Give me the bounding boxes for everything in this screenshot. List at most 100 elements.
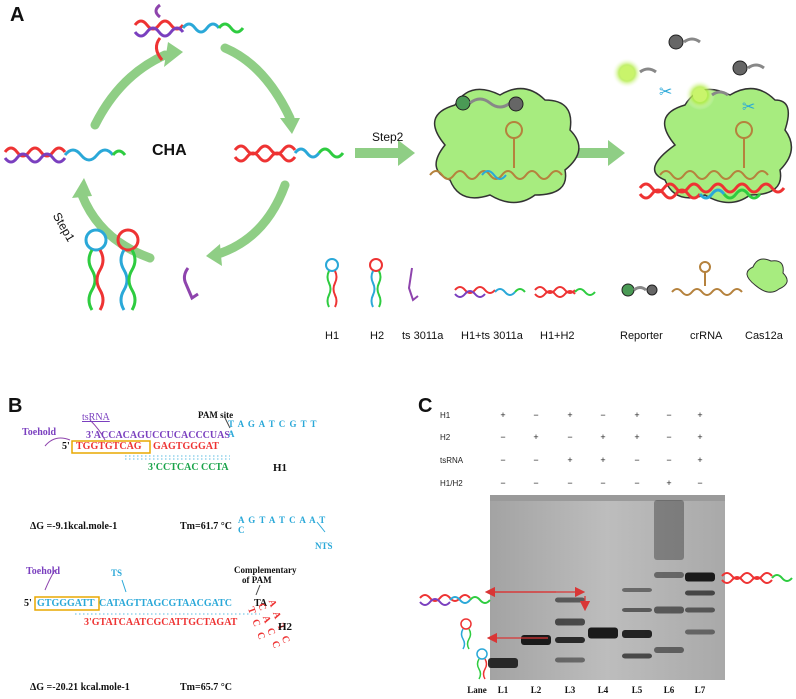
gel-condition-mark: + bbox=[634, 432, 640, 442]
lane-label: L7 bbox=[694, 685, 706, 695]
gel-condition-mark: − bbox=[697, 478, 703, 488]
nts-label: NTS bbox=[315, 541, 333, 551]
gel-band bbox=[685, 607, 715, 613]
step2-arrow bbox=[355, 140, 415, 166]
gel-condition-mark: + bbox=[634, 410, 640, 420]
gel-condition-mark: − bbox=[533, 455, 539, 465]
h1-tsrna-label: tsRNA bbox=[82, 412, 110, 423]
gel-condition-mark: + bbox=[500, 410, 506, 420]
hairpin-h1-cycle bbox=[84, 228, 108, 311]
gel-condition-mark: − bbox=[533, 478, 539, 488]
lane-label: L1 bbox=[497, 685, 509, 695]
gel-condition-mark: − bbox=[500, 478, 506, 488]
h1-loop-top: T A G A T C G T T A bbox=[228, 419, 318, 439]
legend-h1-h2: H1+H2 bbox=[540, 330, 575, 342]
gel-condition-mark: + bbox=[697, 432, 703, 442]
panel-c-letter: C bbox=[418, 395, 433, 417]
gel-band bbox=[654, 647, 684, 653]
gel-band bbox=[588, 627, 618, 639]
panel-b-letter: B bbox=[8, 395, 23, 417]
cas12a-complex-active: ✂ ✂ bbox=[612, 34, 793, 204]
legend-reporter: Reporter bbox=[620, 330, 663, 342]
gel-hairpin-h1 bbox=[476, 648, 488, 680]
gel-band bbox=[555, 657, 585, 663]
lane-header: Lane bbox=[467, 685, 487, 695]
gel-hairpin-h2 bbox=[460, 618, 472, 650]
h2-bottom-strand: 3'GTATCAATCGCATTGCTAGAT bbox=[84, 617, 238, 628]
gel-row-label: H2 bbox=[440, 433, 451, 442]
gel-condition-mark: − bbox=[634, 478, 640, 488]
gel-band bbox=[555, 637, 585, 643]
gel-condition-mark: + bbox=[600, 455, 606, 465]
gel-condition-mark: + bbox=[697, 410, 703, 420]
legend-crrna: crRNA bbox=[690, 330, 723, 342]
ts-label: TS bbox=[111, 568, 123, 578]
gel-band bbox=[555, 597, 585, 603]
gel-condition-mark: + bbox=[533, 432, 539, 442]
gel-band bbox=[685, 590, 715, 596]
lane-label: L2 bbox=[530, 685, 542, 695]
h2-name: H2 bbox=[278, 621, 293, 633]
ts-strand-cycle bbox=[182, 267, 199, 301]
cha-arrowheads bbox=[72, 42, 300, 266]
lane-label: L4 bbox=[597, 685, 609, 695]
h2-stem-end: TA bbox=[254, 598, 268, 609]
h2-stem-seq: CATAGTTAGCGTAACGATC bbox=[99, 598, 232, 609]
h2-dg: ΔG =-20.21 kcal.mole-1 bbox=[30, 682, 130, 693]
legend-icons bbox=[325, 258, 788, 308]
h2-toehold-seq: GTGGGATT bbox=[37, 598, 95, 609]
svg-text:✂: ✂ bbox=[742, 97, 755, 116]
middle-arrow bbox=[575, 140, 625, 166]
cha-label: CHA bbox=[152, 142, 187, 159]
gel-condition-mark: + bbox=[567, 455, 573, 465]
h1-tsrna-strand: 3'ACCACAGUCCUCACCCUAS bbox=[86, 430, 230, 441]
gel-band bbox=[685, 629, 715, 635]
h1-stem-seq: GAGTGGGAT bbox=[153, 441, 219, 452]
lane-label: L6 bbox=[663, 685, 675, 695]
gel-band bbox=[685, 572, 715, 582]
gel-image bbox=[490, 495, 725, 680]
legend-h1: H1 bbox=[325, 330, 340, 342]
gel-condition-mark: + bbox=[600, 432, 606, 442]
h1-loop-bottom: A G T A T C A A T C bbox=[238, 515, 327, 535]
gel-band bbox=[622, 653, 652, 659]
gel-condition-mark: − bbox=[600, 410, 606, 420]
legend-h1-ts: H1+ts 3011a bbox=[461, 330, 523, 342]
duplex-right bbox=[233, 144, 345, 163]
h1-toehold-label: Toehold bbox=[22, 427, 57, 438]
h2-5prime: 5' bbox=[24, 598, 32, 609]
h1-bottom-strand: 3'CCTCAC CCTA bbox=[148, 462, 229, 473]
gel-condition-mark: + bbox=[697, 455, 703, 465]
gel-band bbox=[622, 630, 652, 638]
hairpin-h2-cycle bbox=[116, 228, 140, 311]
cas12a-complex-middle bbox=[429, 87, 580, 204]
gel-band bbox=[654, 572, 684, 578]
gel-condition-mark: − bbox=[500, 432, 506, 442]
panel-a-letter: A bbox=[10, 4, 25, 26]
svg-text:✂: ✂ bbox=[659, 82, 672, 101]
gel-band bbox=[654, 500, 684, 560]
duplex-top bbox=[133, 3, 245, 61]
h1-dg: ΔG =-9.1kcal.mole-1 bbox=[30, 521, 118, 532]
gel-condition-mark: − bbox=[666, 455, 672, 465]
legend-cas12a: Cas12a bbox=[745, 330, 783, 342]
h1-name: H1 bbox=[273, 462, 288, 474]
gel-band bbox=[488, 658, 518, 668]
cha-cycle bbox=[77, 43, 295, 263]
gel-band bbox=[521, 635, 551, 645]
h2-hairpin-drawing bbox=[34, 569, 261, 615]
h1-toehold-seq: TGGTGTCAG bbox=[76, 441, 142, 452]
gel-row-label: tsRNA bbox=[440, 456, 464, 465]
gel-condition-mark: − bbox=[666, 432, 672, 442]
gel-band bbox=[555, 618, 585, 626]
duplex-left bbox=[3, 146, 127, 164]
gel-condition-mark: − bbox=[600, 478, 606, 488]
gel-condition-mark: − bbox=[567, 432, 573, 442]
gel-band bbox=[654, 606, 684, 614]
complementary-label: Complementary bbox=[234, 565, 297, 575]
gel-row-label: H1 bbox=[440, 411, 451, 420]
lane-label: L3 bbox=[564, 685, 576, 695]
gel-condition-mark: − bbox=[666, 410, 672, 420]
h1-hairpin-drawing bbox=[44, 417, 326, 533]
